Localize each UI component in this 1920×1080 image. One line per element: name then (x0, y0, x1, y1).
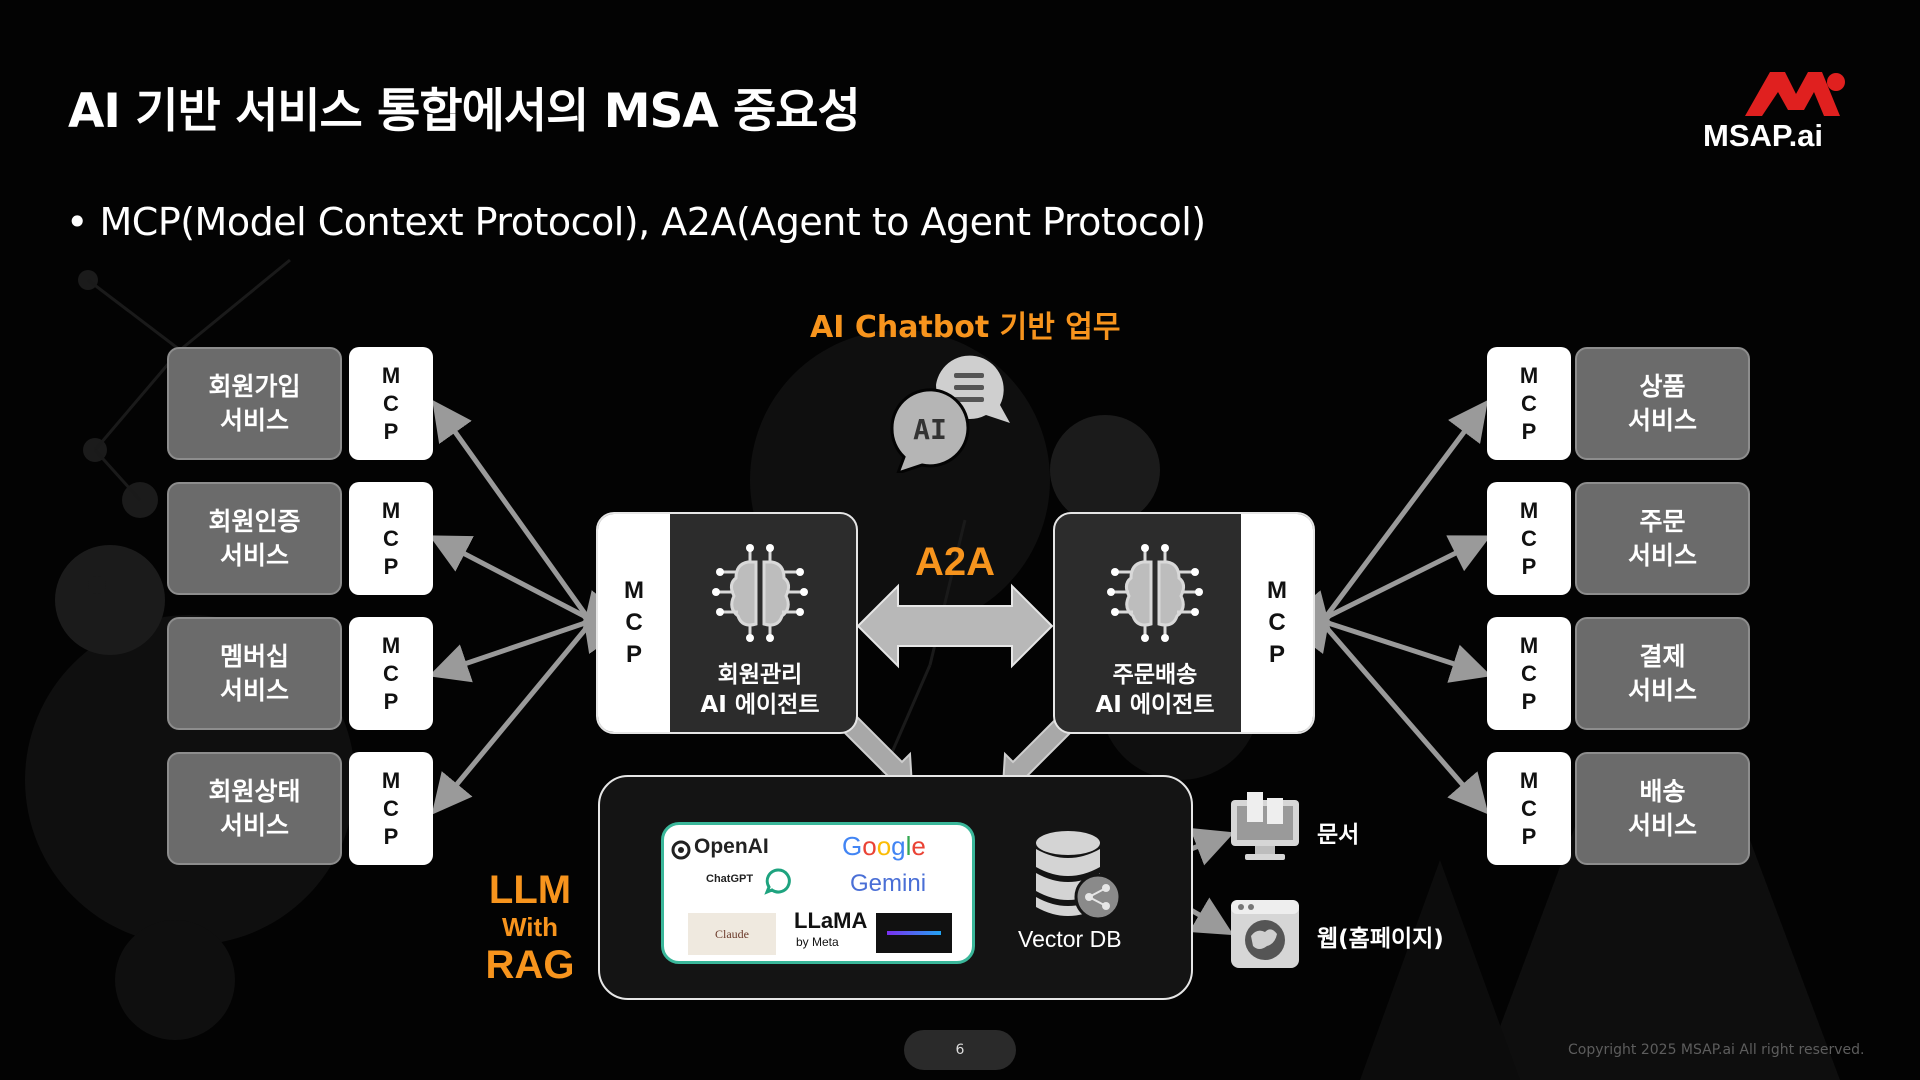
document-monitor-icon (1231, 792, 1299, 860)
llama-logo-text: LLaMA (794, 908, 868, 933)
gemini-logo-text: Gemini (850, 870, 927, 897)
web-globe-icon (1231, 900, 1299, 968)
ai-brain-chip-icon (712, 544, 808, 642)
msap-logo-icon (1745, 72, 1845, 116)
resource-document-label: 문서 (1317, 822, 1360, 848)
google-logo-text: Google (842, 831, 926, 861)
ai-brain-chip-icon (1107, 544, 1203, 642)
chat-ai-text: AI (913, 413, 947, 446)
logo-text: MSAP.ai (1703, 118, 1824, 153)
copyright-text: Copyright 2025 MSAP.ai All right reserve… (1568, 1042, 1865, 1058)
ai-chat-bubbles-icon: AI (890, 355, 1010, 473)
section-label: AI Chatbot 기반 업무 (810, 310, 1121, 345)
resource-web-label: 웹(홈페이지) (1317, 926, 1444, 952)
a2a-label: A2A (915, 540, 996, 584)
page-number: 6 (904, 1030, 1016, 1070)
llama-sub-text: by Meta (796, 935, 839, 949)
openai-icon (671, 840, 691, 860)
openai-logo-text: OpenAI (694, 835, 769, 858)
claude-logo: Claude (688, 913, 776, 955)
vector-db-icon (1036, 831, 1122, 921)
chatgpt-logo-text: ChatGPT (706, 873, 754, 885)
llm-provider-card: OpenAI ChatGPT Google Gemini Claude LLaM… (661, 822, 975, 964)
vector-db-label: Vector DB (1018, 926, 1122, 952)
agent-label: 주문배송 AI 에이전트 (1095, 662, 1215, 718)
protocol-bullet: • MCP(Model Context Protocol), A2A(Agent… (66, 200, 1206, 244)
agent-label: 회원관리 AI 에이전트 (700, 662, 820, 718)
page-title: AI 기반 서비스 통합에서의 MSA 중요성 (68, 84, 861, 139)
llm-with-rag-label: LLM With RAG (485, 868, 575, 987)
chatgpt-bubble-icon (764, 868, 791, 895)
gradient-model-logo (876, 913, 952, 953)
